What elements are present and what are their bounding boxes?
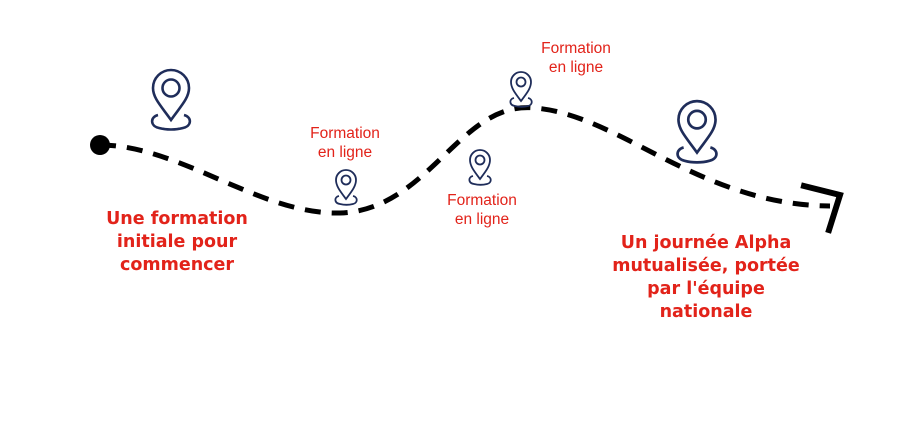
- start-dot: [90, 135, 110, 155]
- end-arrowhead-icon: [800, 182, 844, 234]
- label-online-2: Formation en ligne: [447, 192, 517, 228]
- map-pin-icon: [508, 70, 534, 110]
- label-online-1: Formation en ligne: [310, 125, 380, 161]
- map-pin-icon: [467, 148, 493, 188]
- label-online-3: Formation en ligne: [541, 40, 611, 76]
- map-pin-icon: [672, 97, 722, 167]
- map-pin-icon: [333, 168, 359, 208]
- label-end: Un journée Alpha mutualisée, portée par …: [612, 233, 800, 322]
- dashed-route-line: [99, 105, 831, 216]
- map-pin-icon: [147, 66, 195, 134]
- label-start: Une formation initiale pour commencer: [106, 209, 248, 275]
